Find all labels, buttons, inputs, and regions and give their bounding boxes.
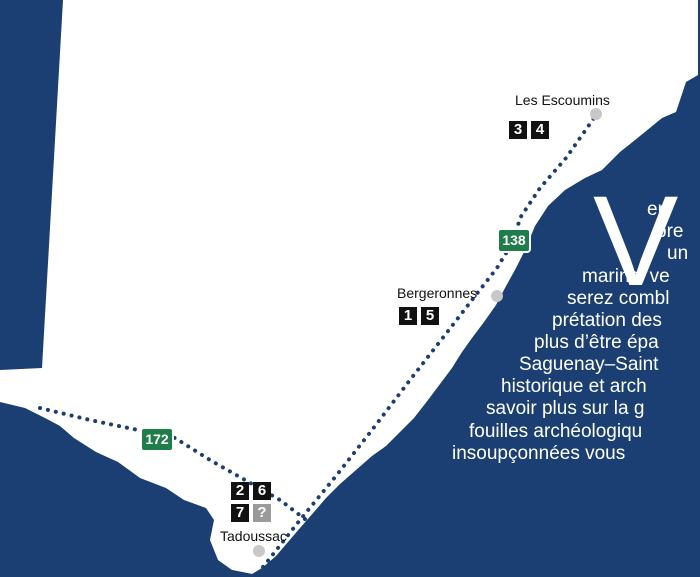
sites-tadoussac: 2 6 7 ?	[231, 482, 271, 522]
town-dot-tadoussac	[253, 545, 265, 557]
site-badge[interactable]: 6	[253, 482, 271, 500]
site-badge[interactable]: 4	[531, 121, 549, 139]
saguenay-mouth	[169, 570, 260, 577]
sites-les-escoumins: 3 4	[509, 121, 549, 139]
route-shield-138: 138	[497, 228, 531, 258]
unknown-site-badge[interactable]: ?	[253, 504, 271, 522]
town-label-bergeronnes: Bergeronnes	[397, 285, 478, 301]
site-badge[interactable]: 2	[231, 482, 249, 500]
site-badge[interactable]: 3	[509, 121, 527, 139]
site-badge[interactable]: 5	[421, 307, 439, 325]
town-dot-bergeronnes	[491, 290, 503, 302]
site-badge[interactable]: 7	[231, 504, 249, 522]
site-badge[interactable]: 1	[399, 307, 417, 325]
town-label-tadoussac: Tadoussac	[220, 528, 287, 544]
town-dot-les-escoumins	[590, 108, 602, 120]
town-label-les-escoumins: Les Escoumins	[515, 92, 610, 108]
route-138-line	[261, 116, 596, 569]
sites-bergeronnes: 1 5	[399, 307, 439, 325]
route-shield-172: 172	[140, 427, 174, 457]
